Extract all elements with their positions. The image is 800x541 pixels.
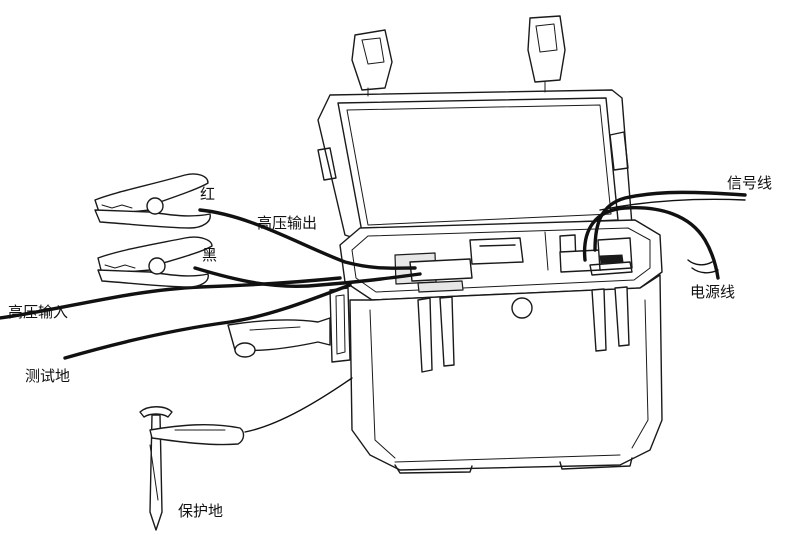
label-test-ground: 测试地 [25,367,71,385]
protective-ground-cable [244,377,353,433]
label-signal-cable: 信号线 [727,174,773,192]
label-leader-lines [149,444,159,501]
test-ground-clip-icon [227,317,331,358]
black-alligator-clip-icon [97,236,213,288]
red-alligator-clip-icon [94,173,211,229]
test-ground-cable [63,283,352,360]
ground-stake-icon [139,406,245,531]
label-hv-output: 高压输出 [257,214,318,232]
label-black: 黑 [202,246,218,264]
label-red: 红 [200,185,216,203]
power-cable [582,206,720,280]
signal-cable [593,190,747,252]
label-hv-input: 高压输入 [8,303,69,321]
label-protective-ground: 保护地 [178,502,224,520]
red-cable [198,208,417,270]
label-power-cable: 电源线 [690,283,736,301]
black-cable [193,266,422,289]
instrument-lid [317,15,633,241]
instrument-panel [394,231,633,293]
